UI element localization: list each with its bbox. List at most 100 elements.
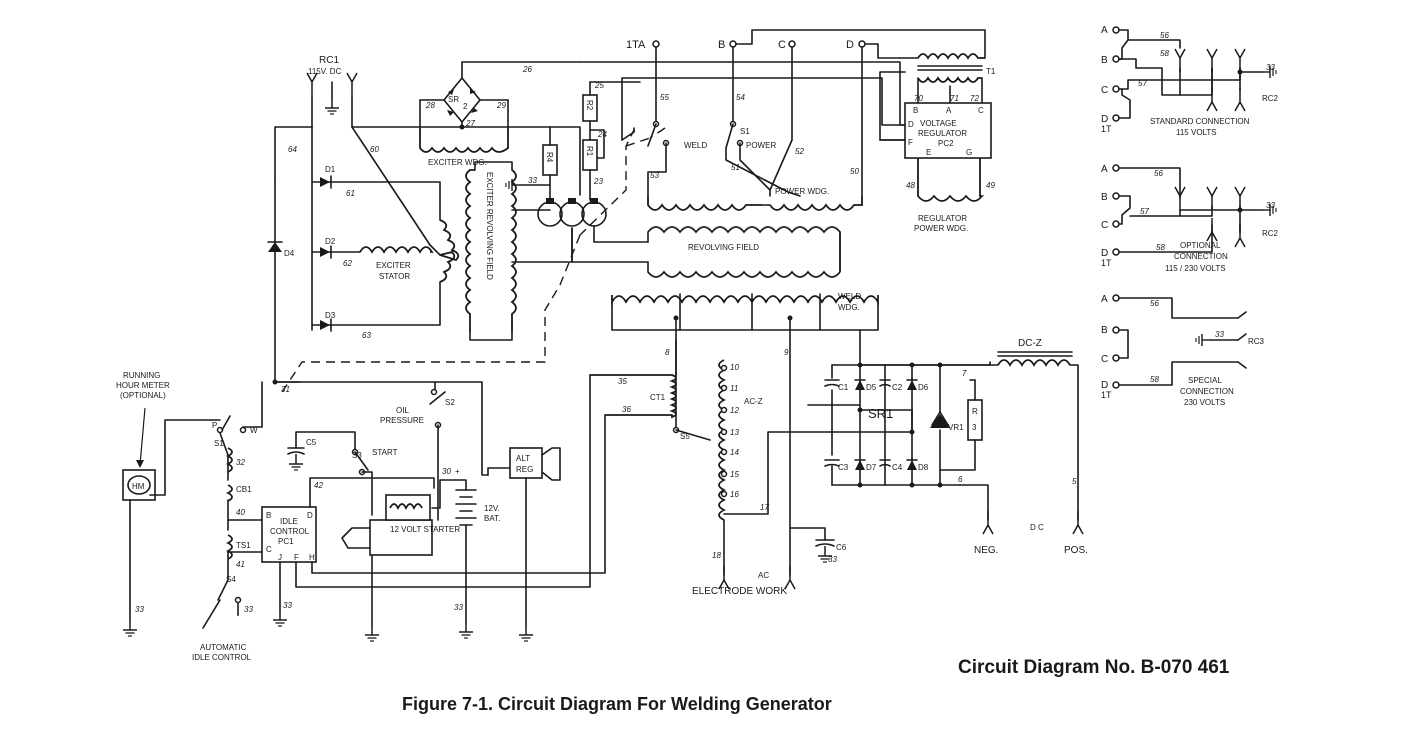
p3-terminal-a: A <box>1101 294 1108 305</box>
r3-label-1: R <box>972 407 978 416</box>
exciter-revolving-field-label: EXCITER REVOLVING FIELD <box>485 172 494 280</box>
dc-label: D C <box>1030 523 1044 532</box>
p2-terminal-1t: 1T <box>1101 258 1112 268</box>
wire-33-a: 33 <box>135 605 144 614</box>
wire-62: 62 <box>343 259 352 268</box>
r1-label: R1 <box>585 146 594 157</box>
s3-label: S3 <box>352 451 362 460</box>
p1-terminal-c: C <box>1101 85 1108 96</box>
wire-26: 26 <box>522 65 532 74</box>
start-label: START <box>372 448 398 457</box>
p2-terminal-b: B <box>1101 192 1108 203</box>
d4-label: D4 <box>284 249 295 258</box>
s1-switch <box>647 120 801 197</box>
wire-72: 72 <box>970 94 979 103</box>
revolving-field-label: REVOLVING FIELD <box>688 243 759 252</box>
p2-wire-33: 33 <box>1266 201 1275 210</box>
p3-terminal-d: D <box>1101 380 1108 391</box>
vr-g-label: G <box>966 148 972 157</box>
rc1-voltage-label: 115V. DC <box>308 67 342 76</box>
w-label: W <box>250 426 258 435</box>
vr-e-label: E <box>926 148 931 157</box>
p1-terminal-b: B <box>1101 55 1108 66</box>
voltage-regulator-box <box>904 102 992 159</box>
sr2-sub-label: 2 <box>463 102 468 111</box>
p1-wire-33: 33 <box>1266 63 1275 72</box>
idle-h-label: H <box>309 553 315 562</box>
r3-label-2: 3 <box>972 423 977 432</box>
ct1-label: CT1 <box>650 393 666 402</box>
wire-63: 63 <box>362 331 371 340</box>
sr2-bridge <box>419 61 581 130</box>
wire-23: 23 <box>593 177 603 186</box>
wiring <box>122 29 1084 642</box>
d6-label: D6 <box>918 383 929 392</box>
alt-reg <box>487 447 561 642</box>
p2-wire-56: 56 <box>1154 169 1163 178</box>
wire-52: 52 <box>795 147 804 156</box>
wire-7: 7 <box>962 369 967 378</box>
wire-33-c: 33 <box>283 601 292 610</box>
p1-title-2: 115 VOLTS <box>1176 128 1217 137</box>
connection-panel-standard: A B C D 1T 56 58 5 <box>1101 25 1279 137</box>
p3-terminal-1t: 1T <box>1101 390 1112 400</box>
auto-idle-2: IDLE CONTROL <box>192 653 252 662</box>
wire-8: 8 <box>665 348 670 357</box>
d7-label: D7 <box>866 463 877 472</box>
running-meter-1: RUNNING <box>123 371 160 380</box>
s5-label: S5 <box>680 432 690 441</box>
exciter-stator-label-2: STATOR <box>379 272 410 281</box>
vr-a-label: A <box>946 106 952 115</box>
sr2-label: SR <box>448 95 459 104</box>
cb1-label: CB1 <box>236 485 252 494</box>
r4-label: R4 <box>545 152 554 163</box>
wire-17: 17 <box>760 503 769 512</box>
ts1-label: TS1 <box>236 541 251 550</box>
sr1-label: SR1 <box>868 406 893 421</box>
p1-wire-57: 57 <box>1138 79 1147 88</box>
electrode-work-label: ELECTRODE WORK <box>692 586 787 597</box>
p1-wire-56: 56 <box>1160 31 1169 40</box>
regulator-power-wdg-2: POWER WDG. <box>914 224 968 233</box>
p3-title-1: SPECIAL <box>1188 376 1222 385</box>
p2-wire-58: 58 <box>1156 243 1165 252</box>
p-label: P <box>212 421 217 430</box>
ac-label: AC <box>758 571 769 580</box>
vr-title-2: REGULATOR <box>918 129 967 138</box>
figure-caption: Figure 7-1. Circuit Diagram For Welding … <box>402 694 832 714</box>
vr-d-label: D <box>908 120 914 129</box>
weld-wdg-label-1: WELD <box>838 292 861 301</box>
wire-36: 36 <box>622 405 631 414</box>
wire-32: 32 <box>236 458 245 467</box>
wire-25: 25 <box>594 81 604 90</box>
diagram-number: Circuit Diagram No. B-070 461 <box>958 657 1230 678</box>
connection-panel-special: A B C D 1T 56 58 33 RC3 SPECIAL CONNECTI… <box>1101 294 1265 407</box>
wire-16: 16 <box>730 490 739 499</box>
wire-18: 18 <box>712 551 721 560</box>
rc1-label: RC1 <box>319 55 339 66</box>
wire-40: 40 <box>236 508 245 517</box>
t1-transformer <box>899 53 985 104</box>
rc1-receptacle <box>306 72 358 128</box>
connection-panels: A B C D 1T 56 58 5 <box>1101 25 1279 407</box>
wire-51: 51 <box>731 163 740 172</box>
wire-13: 13 <box>730 428 739 437</box>
starter-label-1: 12 VOLT STARTER <box>390 525 460 534</box>
wire-33-e: 33 <box>828 555 837 564</box>
weld-wdg-label-2: WDG. <box>838 303 860 312</box>
wire-28: 28 <box>425 101 435 110</box>
wire-11: 11 <box>730 384 738 393</box>
d3-label: D3 <box>325 311 336 320</box>
wire-24: 24 <box>597 130 607 139</box>
p1-wire-58: 58 <box>1160 49 1169 58</box>
p2-terminal-d: D <box>1101 248 1108 259</box>
power-wdg-label: POWER WDG. <box>775 187 829 196</box>
p2-title-2: CONNECTION <box>1174 252 1228 261</box>
vr-f-label: F <box>908 138 913 147</box>
p3-terminal-b: B <box>1101 325 1108 336</box>
p3-rc3: RC3 <box>1248 337 1265 346</box>
wire-14: 14 <box>730 448 739 457</box>
vr-c-label: C <box>978 106 984 115</box>
idle-j-label: J <box>278 553 282 562</box>
bat-label-2: BAT. <box>484 514 500 523</box>
